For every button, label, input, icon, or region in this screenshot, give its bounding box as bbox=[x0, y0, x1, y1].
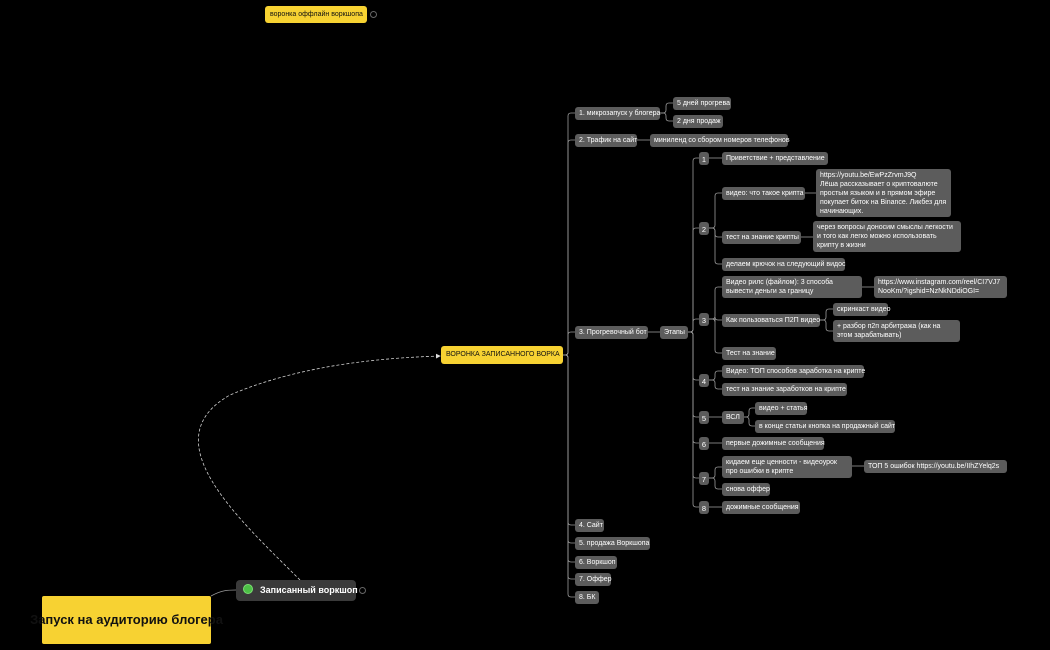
status-dot-icon bbox=[243, 584, 253, 594]
node-s2a[interactable]: видео: что такое крипта bbox=[722, 187, 805, 200]
node-s2b[interactable]: тест на знание крипты bbox=[722, 231, 801, 244]
node-stage-3[interactable]: 3 bbox=[699, 313, 709, 326]
connector-line bbox=[709, 370, 722, 381]
connector-line bbox=[688, 157, 699, 333]
node-s4a[interactable]: Видео: ТОП способов заработка на крипте bbox=[722, 365, 865, 378]
node-stage-4[interactable]: 4 bbox=[699, 374, 709, 387]
connector-line bbox=[688, 331, 699, 508]
node-stage-1[interactable]: 1 bbox=[699, 152, 709, 165]
recorded-workshop-label: Записанный воркшоп bbox=[260, 585, 358, 595]
node-s8a[interactable]: дожимные сообщения bbox=[722, 501, 800, 514]
node-s4b[interactable]: тест на знание заработков на крипте bbox=[722, 383, 847, 396]
node-s5a[interactable]: ВСЛ bbox=[722, 411, 744, 424]
connector-line bbox=[688, 331, 699, 444]
connector-line bbox=[563, 354, 575, 598]
node-branch-8[interactable]: 8. БК bbox=[575, 591, 599, 604]
connector-line bbox=[688, 331, 699, 418]
connector-line bbox=[709, 286, 722, 320]
node-branch-3[interactable]: 3. Прогревочный бот bbox=[575, 326, 648, 339]
connector-line bbox=[563, 354, 575, 526]
node-s2a1[interactable]: https://youtu.be/EwPzZrvmJ9Q Лёша расска… bbox=[816, 169, 951, 217]
node-s7a[interactable]: кидаем еще ценности - видеоурок про ошиб… bbox=[722, 456, 852, 478]
node-branch-6[interactable]: 6. Воркшоп bbox=[575, 556, 617, 569]
node-s7a1[interactable]: ТОП 5 ошибок https://youtu.be/IIhZYelq2s bbox=[864, 460, 1007, 473]
connector-line bbox=[709, 227, 722, 238]
collapse-toggle-icon[interactable] bbox=[359, 587, 366, 594]
node-branch-2[interactable]: 2. Трафик на сайт bbox=[575, 134, 637, 147]
connector-line bbox=[688, 227, 699, 333]
root-launch-label: Запуск на аудиторию блогера bbox=[30, 612, 223, 627]
node-s5a2[interactable]: в конце статьи кнопка на продажный сайт bbox=[755, 420, 895, 433]
connector-line bbox=[709, 318, 722, 354]
node-branch-4[interactable]: 4. Сайт bbox=[575, 519, 604, 532]
connector-line bbox=[563, 112, 575, 356]
connector-line bbox=[688, 318, 699, 333]
connector-line bbox=[563, 354, 575, 580]
connector-line bbox=[563, 139, 575, 356]
connector-line bbox=[709, 477, 722, 490]
node-s3a1[interactable]: https://www.instagram.com/reel/CI7VJ7Noo… bbox=[874, 276, 1007, 298]
connector-line bbox=[709, 192, 722, 229]
node-stage-5[interactable]: 5 bbox=[699, 411, 709, 424]
connector-line bbox=[210, 589, 237, 597]
connector-line bbox=[744, 407, 755, 418]
node-recorded-workshop[interactable]: Записанный воркшоп bbox=[236, 580, 358, 601]
connector-line bbox=[660, 102, 673, 114]
node-stage-8[interactable]: 8 bbox=[699, 501, 709, 514]
connector-line bbox=[563, 354, 575, 563]
node-offline-funnel[interactable]: воронка оффлайн воркшопа bbox=[265, 6, 367, 23]
node-branch-5[interactable]: 5. продажа Воркшопа bbox=[575, 537, 650, 550]
node-s3b1[interactable]: скринкаст видео bbox=[833, 303, 891, 316]
connector-line bbox=[709, 466, 722, 479]
node-s6a[interactable]: первые дожимные сообщения bbox=[722, 437, 825, 450]
node-s3c[interactable]: Тест на знание bbox=[722, 347, 776, 360]
connector-line bbox=[709, 379, 722, 390]
connector-line bbox=[563, 354, 575, 544]
node-stages[interactable]: Этапы bbox=[660, 326, 688, 339]
node-s3b2[interactable]: + разбор п2п арбитража (как на этом зара… bbox=[833, 320, 960, 342]
node-stage-6[interactable]: 6 bbox=[699, 437, 709, 450]
node-branch-1a[interactable]: 5 дней прогрева bbox=[673, 97, 731, 110]
node-stage-2[interactable]: 2 bbox=[699, 222, 709, 235]
node-s7b[interactable]: снова оффер bbox=[722, 483, 770, 496]
connector-line bbox=[820, 308, 833, 321]
connector-line bbox=[688, 331, 699, 479]
connector-line bbox=[709, 316, 722, 323]
connector-line bbox=[709, 227, 722, 265]
connector-line bbox=[820, 319, 833, 332]
node-s2c[interactable]: делаем крючок на следующий видос bbox=[722, 258, 845, 271]
connector-line bbox=[563, 331, 575, 356]
connector-line bbox=[744, 416, 755, 427]
connector-line bbox=[688, 331, 699, 381]
node-branch-1b[interactable]: 2 дня продаж bbox=[673, 115, 723, 128]
node-s3b[interactable]: Как пользоваться П2П видео bbox=[722, 314, 820, 327]
node-s1a[interactable]: Приветствие + представление bbox=[722, 152, 828, 165]
node-branch-7[interactable]: 7. Оффер bbox=[575, 573, 612, 586]
node-s5a1[interactable]: видео + статья bbox=[755, 402, 808, 415]
node-stage-7[interactable]: 7 bbox=[699, 472, 709, 485]
node-funnel-center[interactable]: ВОРОНКА ЗАПИСАННОГО ВОРКА bbox=[441, 346, 563, 364]
connector-line bbox=[660, 112, 673, 122]
collapse-toggle-icon[interactable] bbox=[370, 11, 377, 18]
node-s3a[interactable]: Видео рилс (файлом): 3 способа вывести д… bbox=[722, 276, 862, 298]
root-launch-node[interactable]: Запуск на аудиторию блогера bbox=[30, 596, 223, 644]
connector-line bbox=[197, 353, 441, 581]
node-branch-1[interactable]: 1. микрозапуск у блогера bbox=[575, 107, 660, 120]
node-branch-2a[interactable]: миниленд со сбором номеров телефонов bbox=[650, 134, 790, 147]
node-s2b1[interactable]: через вопросы доносим смыслы легкости и … bbox=[813, 221, 961, 252]
